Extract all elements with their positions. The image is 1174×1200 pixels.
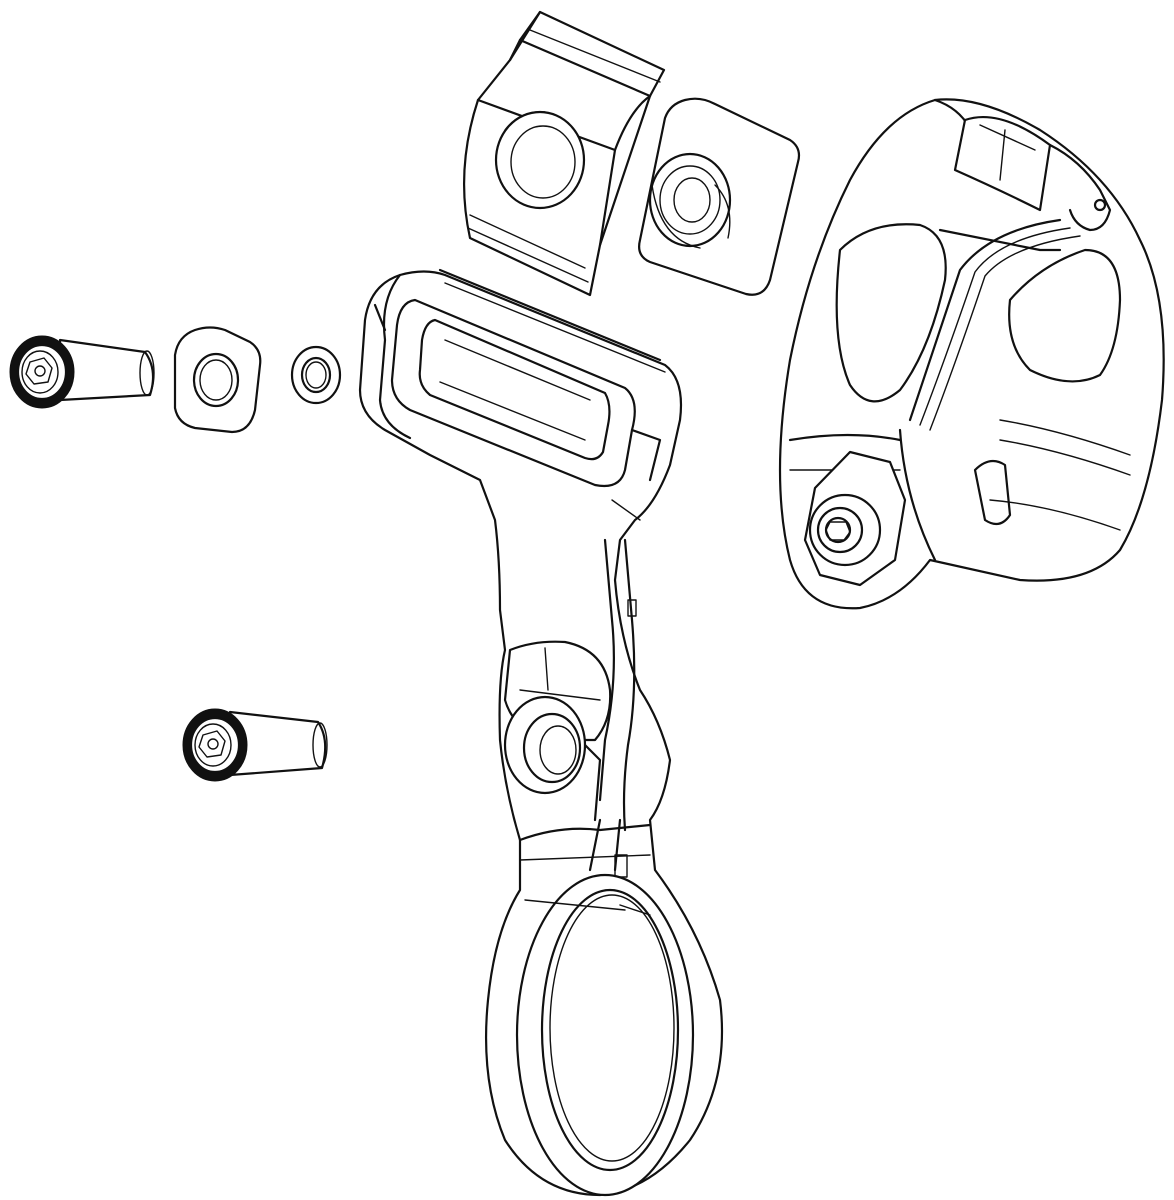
round-washer bbox=[290, 345, 342, 405]
handlebar-clamp bbox=[778, 98, 1165, 610]
clamp-pad-top bbox=[462, 10, 666, 297]
mount-bolt-lower bbox=[182, 708, 328, 782]
clamp-shim bbox=[638, 97, 801, 296]
mount-bracket bbox=[358, 268, 724, 1197]
square-washer bbox=[173, 326, 262, 434]
mount-bolt-upper bbox=[9, 335, 155, 409]
